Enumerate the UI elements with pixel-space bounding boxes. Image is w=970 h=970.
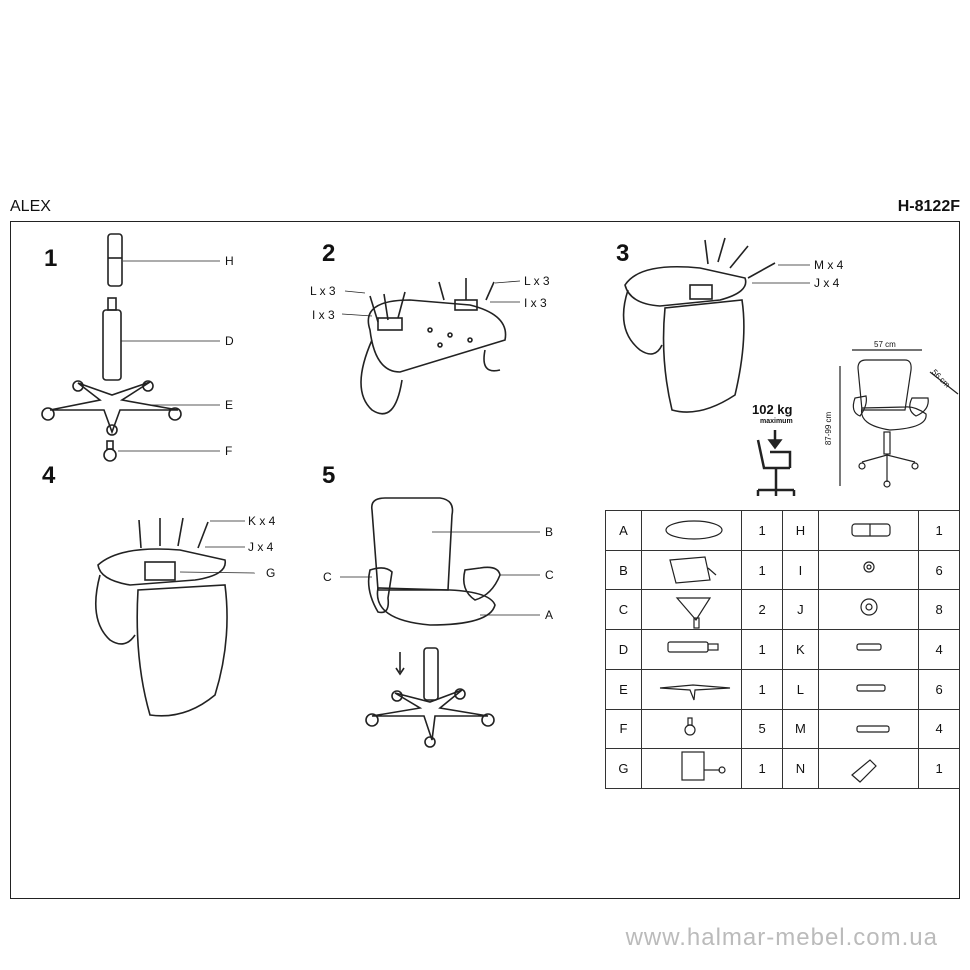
step1-drawing	[41, 233, 220, 462]
part-label: N	[781, 748, 819, 789]
part-quantity: 8	[918, 589, 960, 631]
max-weight-icon	[756, 430, 796, 496]
callout-b: B	[545, 525, 554, 539]
step2-drawing	[341, 278, 521, 415]
instruction-frame	[10, 221, 960, 899]
callout-l-left: L x 3	[310, 284, 336, 298]
callout-l-right: L x 3	[524, 274, 550, 288]
callout-d: D	[225, 334, 234, 348]
max-weight-value: 102 kg	[752, 402, 793, 417]
callout-f: F	[225, 444, 233, 458]
step3-drawing	[622, 237, 810, 413]
part-label: G	[605, 748, 642, 789]
callout-j-step4: J x 4	[248, 540, 274, 554]
part-label: L	[781, 668, 819, 710]
step4-drawing	[94, 517, 256, 717]
part-quantity: 6	[918, 668, 960, 710]
callout-g: G	[266, 566, 276, 580]
part-quantity: 6	[918, 549, 960, 591]
part-quantity: 4	[918, 708, 960, 750]
part-label: H	[781, 510, 819, 551]
part-label: J	[781, 589, 819, 631]
part-quantity: 5	[741, 708, 783, 750]
step-number-2: 2	[322, 240, 336, 267]
part-label: E	[605, 668, 642, 710]
callout-e: E	[225, 398, 234, 412]
callout-j-step3: J x 4	[814, 276, 840, 290]
part-label: B	[605, 549, 642, 591]
part-image	[817, 549, 920, 591]
part-quantity: 1	[918, 748, 960, 789]
part-label: M	[781, 708, 819, 750]
callout-c-left: C	[323, 570, 332, 584]
callout-i-right: I x 3	[524, 296, 547, 310]
part-label: F	[605, 708, 642, 750]
part-image	[640, 629, 743, 670]
part-image	[640, 748, 743, 789]
callout-i-left: I x 3	[312, 308, 335, 322]
step-number-5: 5	[322, 462, 336, 489]
part-image	[817, 629, 920, 670]
website-url: www.halmar-mebel.com.ua	[625, 924, 938, 951]
part-image	[817, 589, 920, 631]
part-image	[817, 708, 920, 750]
part-label: C	[605, 589, 642, 631]
dimension-drawing	[839, 349, 959, 488]
part-image	[640, 510, 743, 551]
product-name: ALEX	[10, 198, 51, 215]
product-code: H-8122F	[897, 198, 960, 215]
part-image	[640, 589, 743, 631]
part-label: D	[605, 629, 642, 670]
part-image	[640, 668, 743, 710]
part-quantity: 1	[741, 510, 783, 551]
part-label: A	[605, 510, 642, 551]
part-image	[640, 549, 743, 591]
part-quantity: 4	[918, 629, 960, 670]
part-image	[640, 708, 743, 750]
callout-m: M x 4	[814, 258, 844, 272]
part-label: I	[781, 549, 819, 591]
part-image	[817, 510, 920, 551]
callout-c-right: C	[545, 568, 554, 582]
part-quantity: 1	[741, 668, 783, 710]
callout-a: A	[545, 608, 554, 622]
step5-drawing	[340, 497, 540, 748]
dim-width: 57 cm	[874, 340, 896, 349]
part-image	[817, 668, 920, 710]
part-quantity: 1	[741, 549, 783, 591]
callout-k: K x 4	[248, 514, 276, 528]
dim-height: 87-99 cm	[824, 411, 834, 446]
part-quantity: 2	[741, 589, 783, 631]
max-weight-label: maximum	[760, 418, 793, 425]
part-image	[817, 748, 920, 789]
step-number-1: 1	[44, 245, 58, 272]
part-quantity: 1	[741, 748, 783, 789]
part-quantity: 1	[741, 629, 783, 670]
part-label: K	[781, 629, 819, 670]
callout-h: H	[225, 254, 234, 268]
step-number-4: 4	[42, 462, 56, 489]
part-quantity: 1	[918, 510, 960, 551]
step-number-3: 3	[616, 240, 630, 267]
